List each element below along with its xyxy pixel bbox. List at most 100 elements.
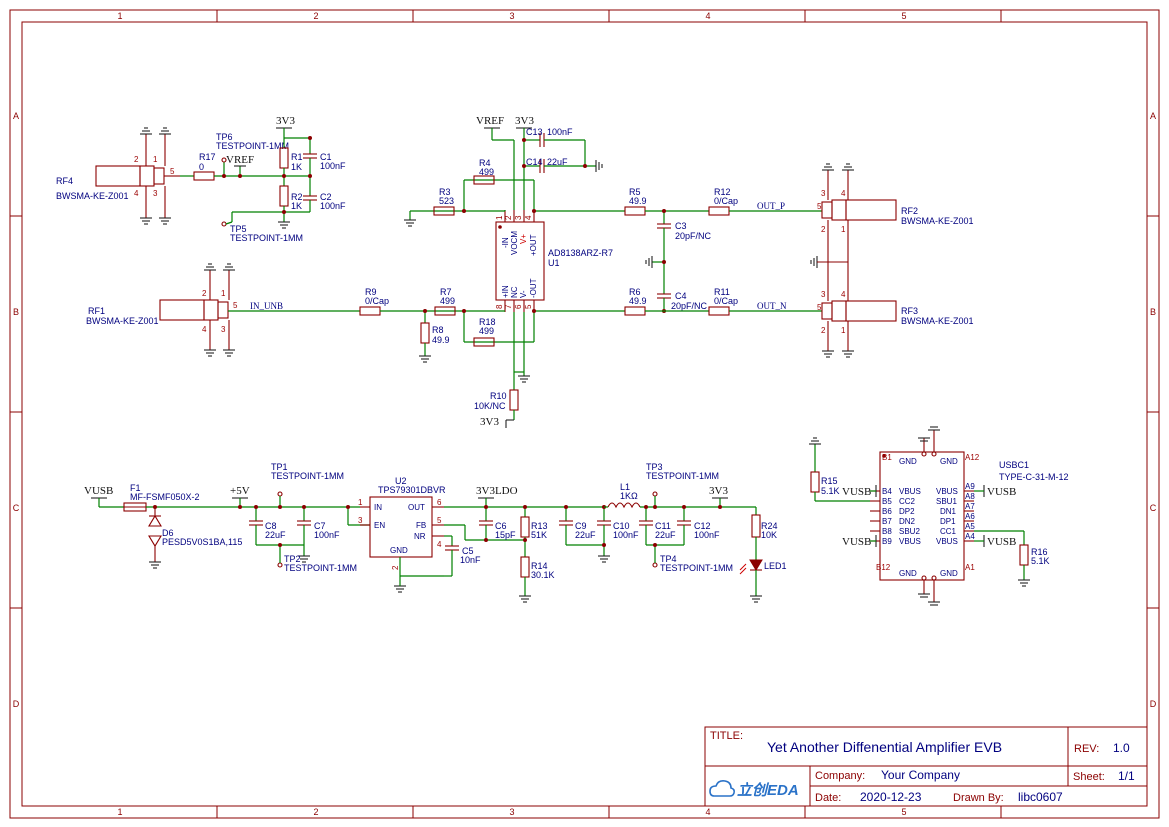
rf1-pin-4: 4	[202, 325, 207, 334]
r11-value: 0/Cap	[714, 296, 738, 306]
rf4-pin-3: 3	[153, 189, 158, 198]
col-label-2-bottom: 2	[313, 807, 318, 817]
vusb-net-a4: VUSB	[987, 536, 1016, 548]
rf4-ref: RF4	[56, 176, 73, 186]
f1-value: MF-FSMF050X-2	[130, 492, 200, 502]
led1-diode	[739, 559, 763, 575]
tp3-pad	[652, 491, 658, 497]
c12-ref: C12	[694, 521, 711, 531]
r10-ref: R10	[490, 391, 507, 401]
r11-ref: R11	[714, 287, 730, 297]
r15-value: 5.1K	[821, 486, 840, 496]
rf4-pin-2: 2	[134, 155, 139, 164]
rf3-pin-1: 1	[841, 326, 846, 335]
r12-ref: R12	[714, 187, 731, 197]
drawn-by-value: libc0607	[1018, 790, 1063, 804]
r10-value: 10K/NC	[474, 401, 506, 411]
r4-body	[473, 175, 495, 185]
c14-ref: C14	[526, 157, 543, 167]
usbc1-body	[879, 451, 965, 581]
tp5-value: TESTPOINT-1MM	[230, 233, 303, 243]
vusb-net-b4: VUSB	[842, 486, 871, 498]
c4-value: 20pF/NC	[671, 301, 708, 311]
row-label-d: D	[13, 699, 20, 709]
usb-pin-b8-name: SBU2	[899, 527, 920, 536]
tp1-pad	[277, 491, 283, 497]
c4-ref: C4	[675, 291, 687, 301]
rf3-value: BWSMA-KE-Z001	[901, 316, 974, 326]
usb-pin-a6-name: DP1	[940, 517, 956, 526]
l1-value: 1KΩ	[620, 491, 638, 501]
col-label-1-bottom: 1	[117, 807, 122, 817]
u1-pin-out-minus: -OUT	[529, 278, 538, 298]
r9-ref: R9	[365, 287, 377, 297]
r6-ref: R6	[629, 287, 641, 297]
vusb-net-a9: VUSB	[987, 486, 1016, 498]
tp6-ref: TP6	[216, 132, 233, 142]
power-supply-block: VUSB F1 MF-FSMF050X-2 D6 PESD5V0S1BA,115…	[84, 462, 787, 603]
output-network-block: R5 49.9 R12 0/Cap OUT_P C3 20pF/NC C4 20…	[624, 163, 974, 358]
rf1-ref: RF1	[88, 306, 105, 316]
usb-pin-gnd-top-right: GND	[940, 457, 958, 466]
usb-left-pins: B4 VBUS B5 CC2 B6 DP2 B7 DN2 B8 SBU2 B9 …	[870, 487, 921, 546]
r18-ref: R18	[479, 317, 496, 327]
u2-pin-en: EN	[374, 521, 385, 530]
in-unb-net: IN_UNB	[250, 301, 283, 311]
tp1-ref: TP1	[271, 462, 288, 472]
tp4-ref: TP4	[660, 554, 677, 564]
row-label-b-right: B	[1150, 307, 1156, 317]
u2-pin-1: 1	[358, 498, 363, 507]
usb-pin-gnd-bottom-right: GND	[940, 569, 958, 578]
rf1-pin-2: 2	[202, 289, 207, 298]
rev-value: 1.0	[1113, 741, 1130, 755]
r5-body	[624, 206, 646, 216]
u2-pin-3: 3	[358, 516, 363, 525]
c6-value: 15pF	[495, 530, 516, 540]
usb-pin-b7-name: DN2	[899, 517, 916, 526]
rf1-value: BWSMA-KE-Z001	[86, 316, 159, 326]
row-label-b: B	[13, 307, 19, 317]
vref-net-left: VREF	[226, 154, 254, 166]
c11-value: 22uF	[655, 530, 676, 540]
tp2-value: TESTPOINT-1MM	[284, 563, 357, 573]
c2-ref: C2	[320, 192, 332, 202]
date-value: 2020-12-23	[860, 790, 922, 804]
u1-pin-1: 1	[495, 215, 504, 220]
c2-value: 100nF	[320, 201, 346, 211]
u1-bottom-pin-names: +IN NC V- -OUT 8 7 6 5	[495, 278, 538, 309]
r15-body	[810, 471, 820, 493]
c3-value: 20pF/NC	[675, 231, 712, 241]
r7-ref: R7	[440, 287, 452, 297]
vref-divider-block: 2 1 4 3 5 RF4 BWSMA-KE-Z001 R17 0 TP6 TE…	[56, 115, 346, 243]
c13-value: 100nF	[547, 127, 573, 137]
u1-pin-8: 8	[495, 304, 504, 309]
u1-body	[495, 221, 545, 301]
r3-value: 523	[439, 196, 454, 206]
rf2-connector: 3 4 2 1 5 RF2 BWSMA-KE-Z001	[817, 170, 974, 250]
rf4-pin-5: 5	[170, 167, 175, 176]
out-n-net: OUT_N	[757, 301, 787, 311]
c10-value: 100nF	[613, 530, 639, 540]
rf2-pin-5: 5	[817, 202, 822, 211]
u2-ref: U2	[395, 476, 407, 486]
c7-value: 100nF	[314, 530, 340, 540]
usb-pin-b7: B7	[882, 517, 892, 526]
r2-ref: R2	[291, 192, 303, 202]
r7-body	[434, 306, 456, 316]
r13-ref: R13	[531, 521, 548, 531]
v3v3-net-r10: 3V3	[480, 416, 499, 428]
usb-pin-a12: A12	[965, 453, 980, 462]
eda-logo: 立创EDA	[709, 780, 799, 799]
r8-value: 49.9	[432, 335, 450, 345]
rf3-pin-3: 3	[821, 290, 826, 299]
eda-logo-text: 立创EDA	[737, 781, 799, 799]
u2-pin-6: 6	[437, 498, 442, 507]
u1-top-pin-names: -IN VOCM V+ +OUT 1 2 3 4	[495, 215, 538, 256]
u2-pin-4: 4	[437, 540, 442, 549]
r13-body	[520, 516, 530, 538]
tp5-ref: TP5	[230, 224, 247, 234]
r11-body	[708, 306, 730, 316]
row-label-a-right: A	[1150, 111, 1156, 121]
u1-ref: U1	[548, 258, 560, 268]
u1-pin-2: 2	[504, 215, 513, 220]
